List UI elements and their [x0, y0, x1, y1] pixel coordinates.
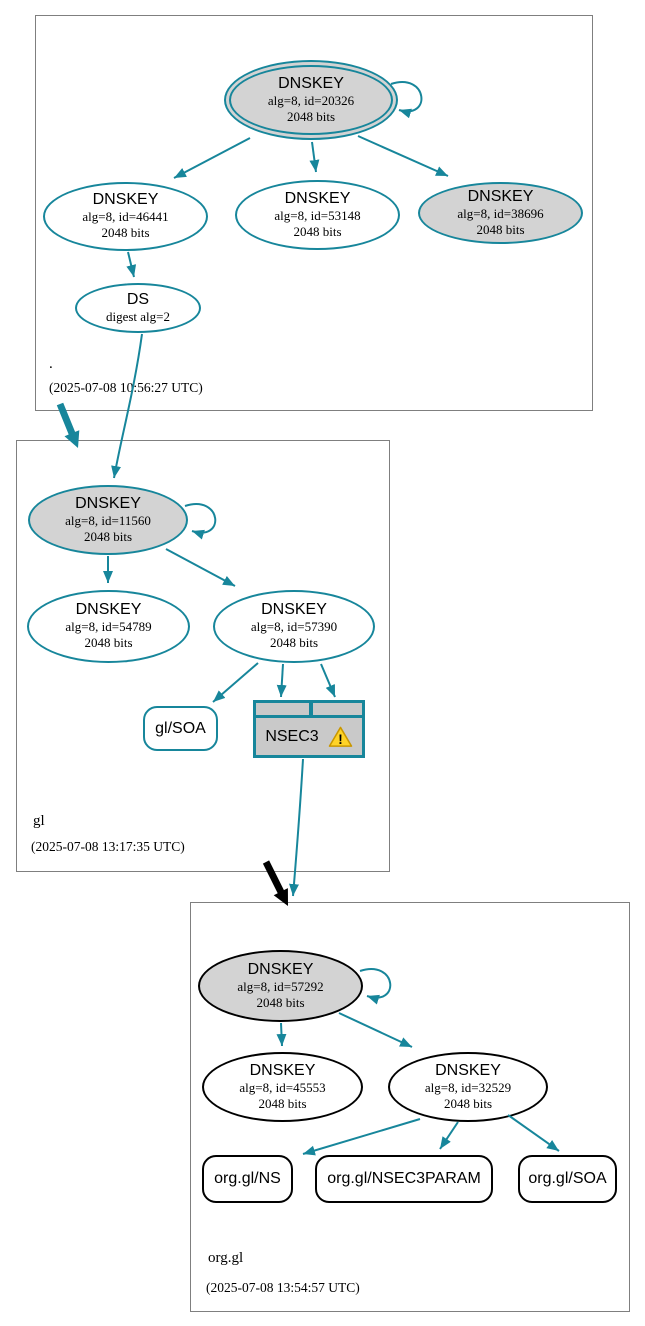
rrset-org-gl-nsec3param[interactable]: org.gl/NSEC3PARAM — [315, 1155, 493, 1203]
zone-name-org-gl: org.gl — [208, 1250, 244, 1266]
dnskey-zsk-32529[interactable]: DNSKEY alg=8, id=32529 2048 bits — [388, 1052, 548, 1122]
dnskey-zsk-38696[interactable]: DNSKEY alg=8, id=38696 2048 bits — [418, 182, 583, 244]
zone-box-gl — [16, 440, 390, 872]
ds-record[interactable]: DS digest alg=2 — [75, 283, 201, 333]
zone-timestamp-gl: (2025-07-08 13:17:35 UTC) — [31, 839, 185, 854]
zone-timestamp-root: (2025-07-08 10:56:27 UTC) — [49, 380, 203, 395]
nsec3-node[interactable]: NSEC3 ! — [253, 700, 365, 758]
rrset-org-gl-soa[interactable]: org.gl/SOA — [518, 1155, 617, 1203]
dnskey-zsk-45553[interactable]: DNSKEY alg=8, id=45553 2048 bits — [202, 1052, 363, 1122]
dnskey-ksk-11560[interactable]: DNSKEY alg=8, id=11560 2048 bits — [28, 485, 188, 555]
dnskey-zsk-53148[interactable]: DNSKEY alg=8, id=53148 2048 bits — [235, 180, 400, 250]
dnskey-ksk-20326[interactable]: DNSKEY alg=8, id=20326 2048 bits — [224, 60, 398, 140]
zone-timestamp-org-gl: (2025-07-08 13:54:57 UTC) — [206, 1280, 360, 1295]
zone-box-org-gl — [190, 902, 630, 1312]
zone-name-gl: gl — [33, 813, 45, 829]
nsec3-header-cell-right — [313, 703, 362, 715]
dnskey-ksk-57292[interactable]: DNSKEY alg=8, id=57292 2048 bits — [198, 950, 363, 1022]
dnskey-zsk-46441[interactable]: DNSKEY alg=8, id=46441 2048 bits — [43, 182, 208, 251]
zone-box-root — [35, 15, 593, 411]
zone-name-root: . — [49, 356, 53, 372]
warning-triangle-icon: ! — [328, 726, 352, 747]
nsec3-header-cell-left — [256, 703, 309, 715]
svg-text:!: ! — [338, 732, 342, 747]
rrset-org-gl-ns[interactable]: org.gl/NS — [202, 1155, 293, 1203]
dnskey-zsk-54789[interactable]: DNSKEY alg=8, id=54789 2048 bits — [27, 590, 190, 663]
rrset-gl-soa[interactable]: gl/SOA — [143, 706, 218, 751]
dnskey-zsk-57390[interactable]: DNSKEY alg=8, id=57390 2048 bits — [213, 590, 375, 663]
nsec3-header-row — [256, 703, 362, 715]
